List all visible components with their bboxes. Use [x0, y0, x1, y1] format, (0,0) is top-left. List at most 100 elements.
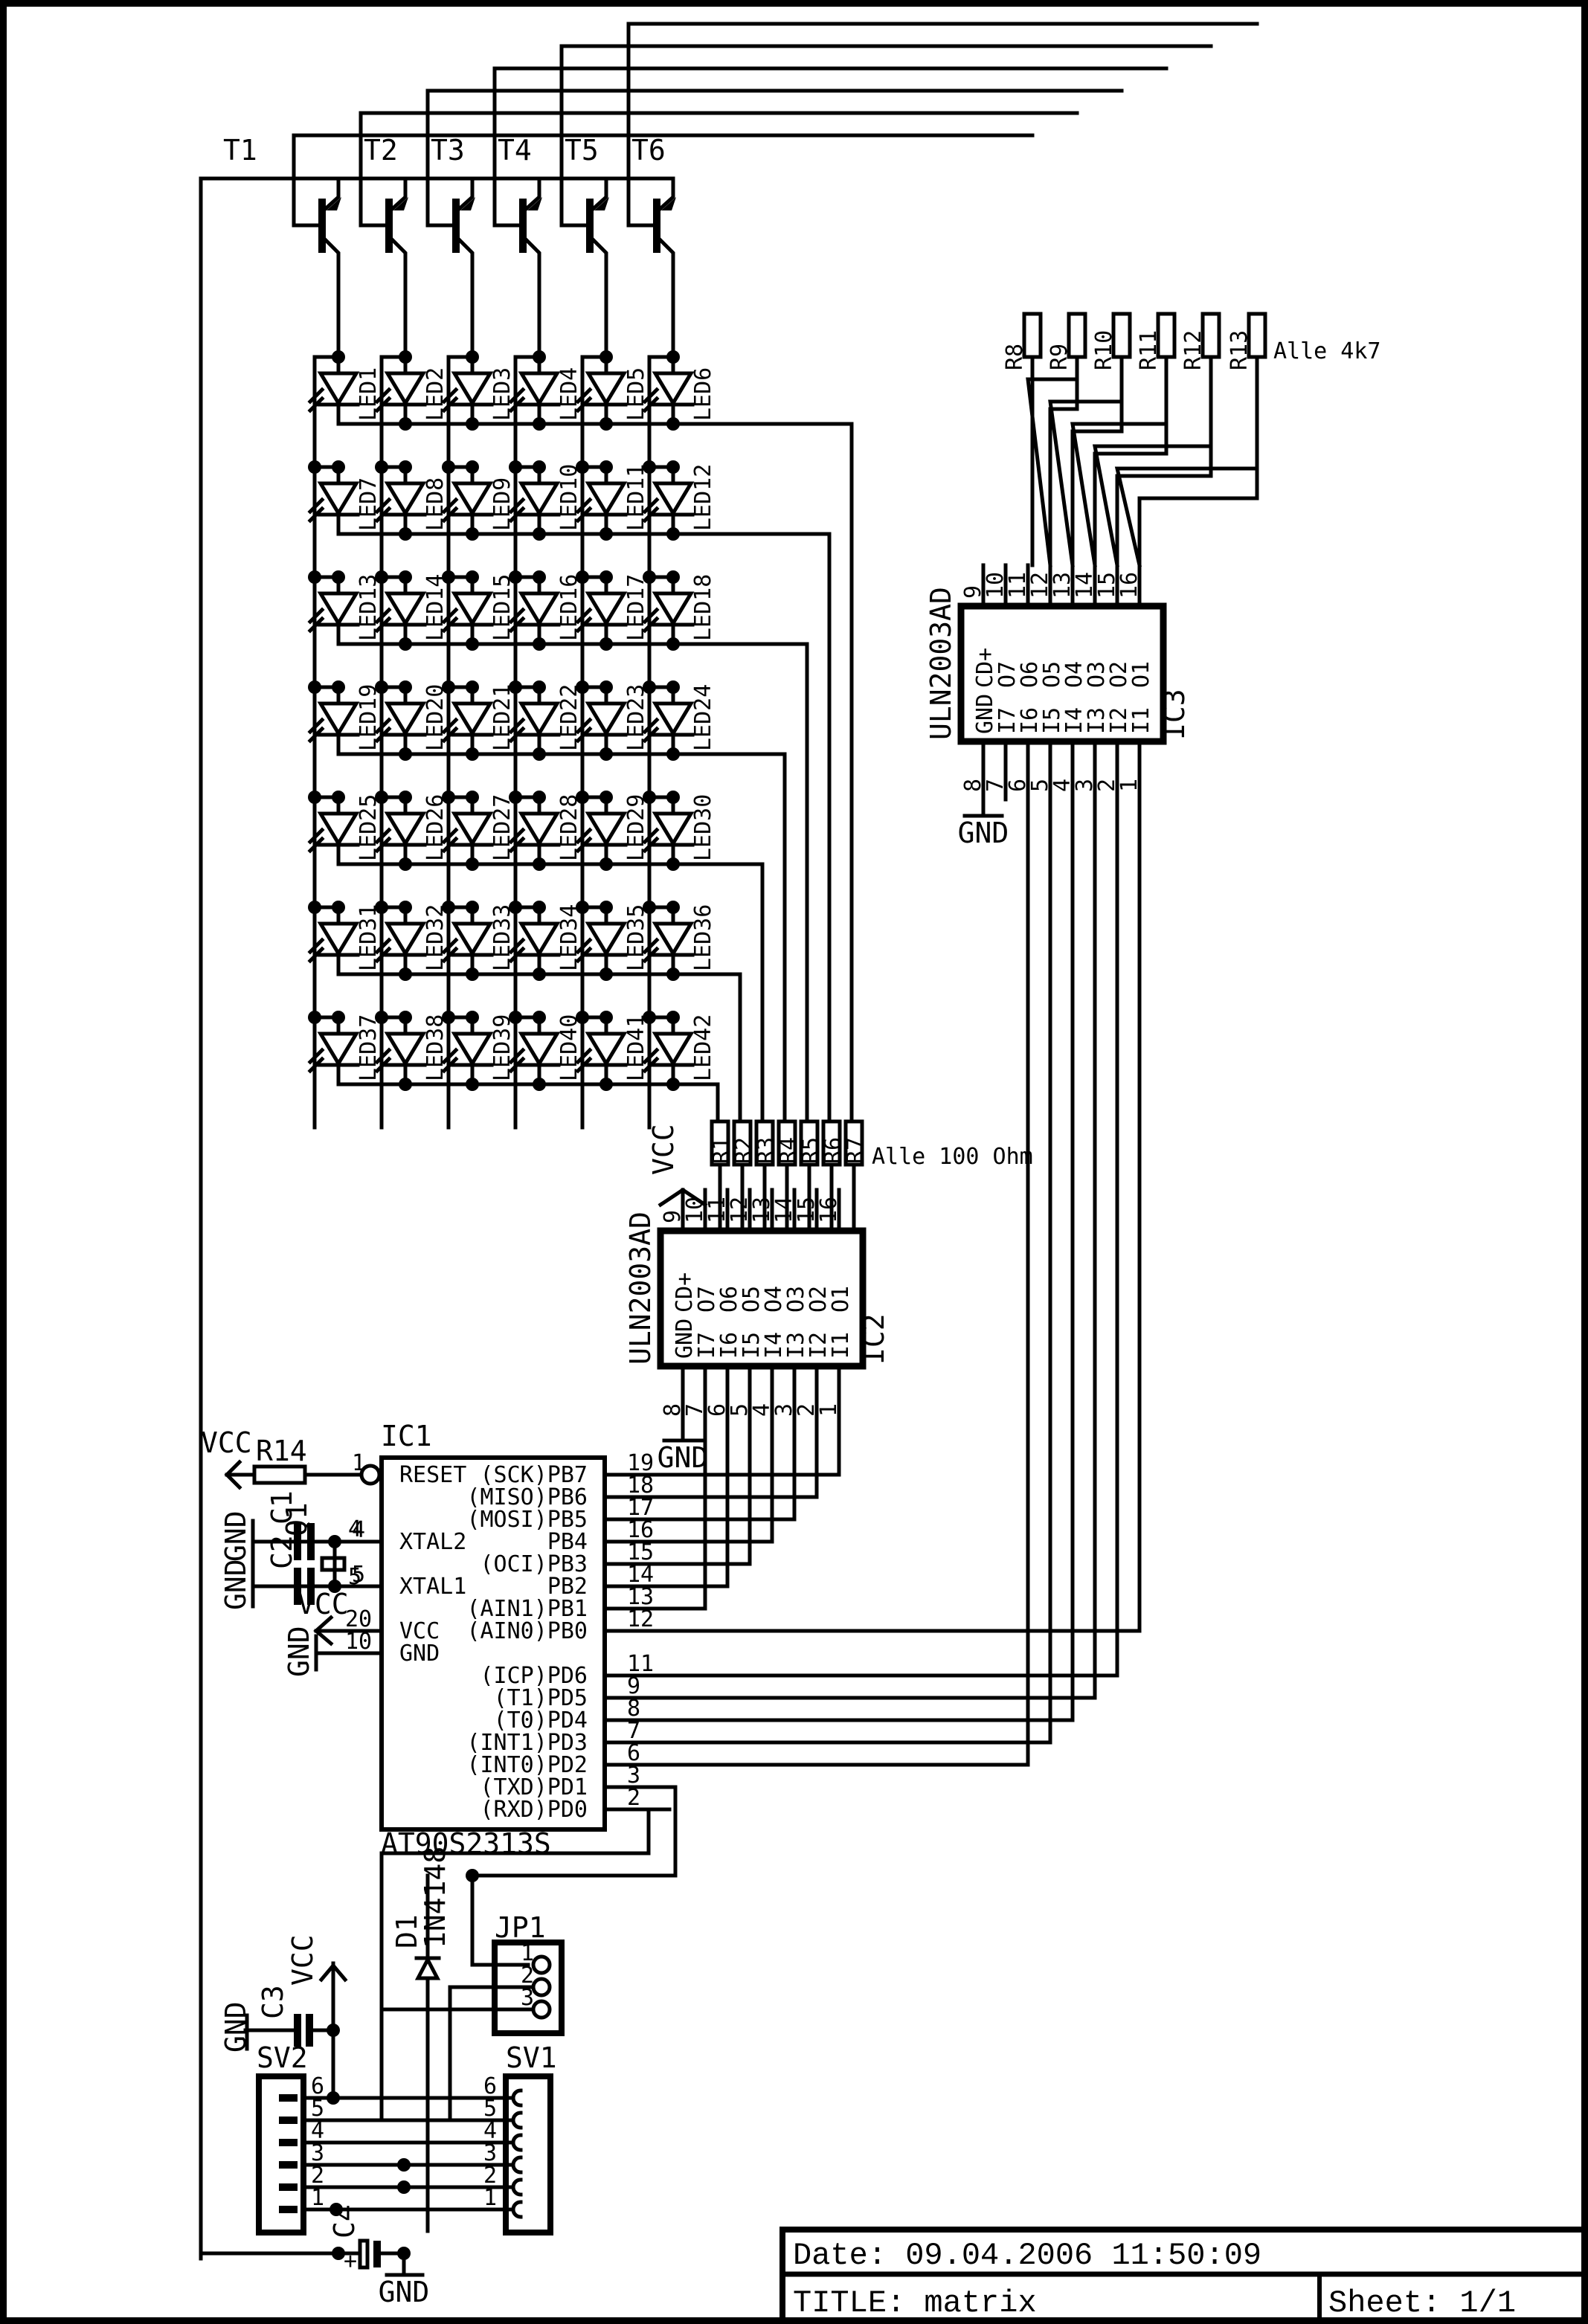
base-wire	[425, 88, 457, 228]
pin-number: 6	[311, 2073, 324, 2099]
led-21: LED21	[441, 680, 515, 761]
pin-number: 1	[816, 1403, 842, 1417]
led-4: LED4	[508, 350, 582, 431]
led-label: LED2	[422, 367, 449, 421]
junction-dot	[599, 460, 613, 474]
junction-dot	[332, 570, 345, 584]
led-icon	[518, 371, 561, 407]
junction-dot	[666, 570, 680, 584]
pin-number: 10	[682, 1197, 708, 1223]
resistor-r7: R7	[843, 1119, 869, 1233]
sv1-pin	[511, 2155, 523, 2175]
resistor-r1: R1	[709, 1119, 735, 1233]
junction-dot	[332, 350, 345, 364]
pin-number: 6	[627, 1740, 640, 1766]
junction-dot	[509, 570, 522, 584]
pin-number: 5	[1027, 779, 1053, 792]
pin-label: XTAL2	[399, 1529, 466, 1555]
pin-number: 3	[311, 2140, 324, 2166]
bus-wire	[667, 1422, 730, 1589]
emitter-arrow-icon	[393, 197, 408, 210]
ic1: IC1AT90S2313SRESET1XTAL24XTAL15VCC20GND1…	[345, 1420, 672, 1860]
junction-dot	[399, 901, 412, 914]
junction-dot	[399, 791, 412, 804]
pin-label: PB4	[547, 1529, 588, 1555]
pin-number: 7	[682, 1403, 708, 1417]
resistor-label: R9	[1047, 344, 1073, 370]
led-icon	[451, 371, 494, 407]
pin-label: GND	[672, 1319, 698, 1359]
bus-wire	[667, 797, 1075, 1722]
junction-dot	[330, 2203, 343, 2216]
base-wire	[559, 44, 591, 228]
resistor-label: R8	[1002, 344, 1028, 370]
pin-label: O2	[806, 1286, 832, 1313]
led-icon	[317, 811, 360, 847]
pin-label: I3	[1084, 707, 1110, 734]
title-name: TITLE: matrix	[793, 2285, 1037, 2321]
emitter	[521, 176, 541, 213]
pin-number: 4	[352, 1517, 365, 1543]
resistor-label: R13	[1227, 330, 1253, 370]
junction-dot	[466, 1011, 479, 1024]
pin-number: 15	[627, 1539, 654, 1565]
led-26: LED26	[374, 791, 449, 871]
junction-dot	[399, 350, 412, 364]
pin-number: 14	[627, 1562, 654, 1588]
pin-number: 11	[704, 1197, 730, 1223]
bus-wire	[667, 797, 1052, 1745]
led-label: LED36	[690, 904, 716, 971]
junction-dot	[666, 901, 680, 914]
transistor-t5: T5	[559, 44, 1213, 359]
pin-number: 13	[1049, 572, 1076, 599]
pin-label: O7	[994, 661, 1020, 688]
led-icon	[585, 1031, 628, 1067]
junction-dot	[375, 901, 388, 914]
pin-label: (OCI)PB3	[480, 1551, 588, 1577]
junction-dot	[308, 791, 321, 804]
collector	[655, 235, 675, 359]
led-icon	[317, 591, 360, 627]
led-icon	[317, 701, 360, 737]
junction-dot	[576, 460, 589, 474]
resistor-r2: R2	[731, 1119, 757, 1233]
pin-label: I3	[783, 1332, 809, 1359]
pin-label: (TXD)PD1	[480, 1774, 588, 1800]
pin-number: 2	[311, 2163, 324, 2189]
crystal-label: Q1	[280, 1502, 313, 1536]
led-label: LED18	[690, 574, 716, 641]
sv1-body	[503, 2073, 553, 2236]
led-28: LED28	[508, 791, 582, 871]
led-42: LED42	[642, 1011, 716, 1091]
junction-dot	[666, 791, 680, 804]
pin-label: O3	[783, 1286, 809, 1313]
sv1-label: SV1	[506, 2041, 557, 2074]
junction-dot	[533, 1011, 546, 1024]
junction-dot	[375, 570, 388, 584]
junction-dot	[666, 350, 680, 364]
led-icon	[585, 921, 628, 957]
pin-number: 16	[627, 1517, 654, 1543]
resistor-lead	[1048, 355, 1079, 567]
junction-dot	[399, 460, 412, 474]
wire	[470, 1873, 530, 1967]
junction-dot	[332, 2247, 345, 2260]
junction-dot	[332, 1011, 345, 1024]
junction-dot	[509, 1011, 522, 1024]
led-36: LED36	[642, 901, 716, 981]
row-wire	[336, 862, 765, 1125]
reset-inverter-circle	[359, 1464, 382, 1486]
led-24: LED24	[642, 680, 716, 761]
led-5: LED5	[575, 350, 649, 431]
led-label: LED7	[356, 477, 382, 531]
emitter	[588, 176, 608, 213]
resistor-label: R7	[843, 1137, 869, 1164]
pin-number: 3	[627, 1763, 640, 1789]
junction-dot	[509, 460, 522, 474]
pin-label: RESET	[399, 1462, 466, 1488]
ic-part: ULN2003AD	[925, 587, 957, 740]
pin-number: 3	[521, 1985, 534, 2011]
resistor-label: R4	[776, 1137, 802, 1164]
